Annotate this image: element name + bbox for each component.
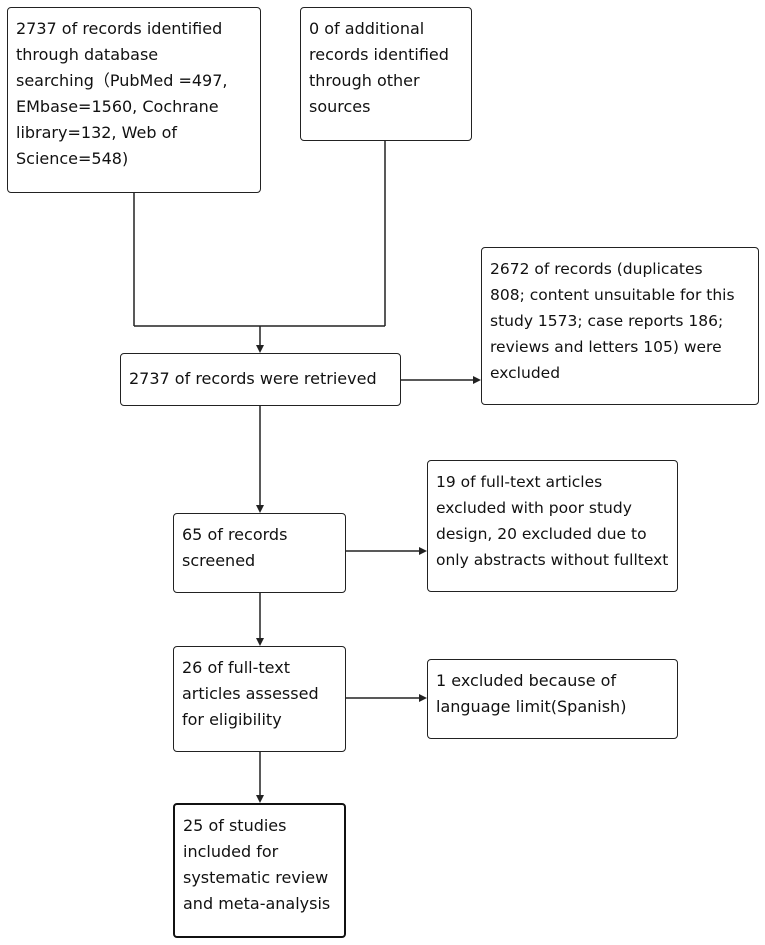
fulltext-eligibility-box: 26 of full-text articles assessed for el… — [173, 646, 346, 752]
records-database-search-box: 2737 of records identified through datab… — [7, 7, 261, 193]
arrow-head-eligibility — [256, 638, 264, 646]
studies-included-box: 25 of studies included for systematic re… — [173, 803, 346, 938]
fulltext-excluded-box: 19 of full-text articles excluded with p… — [427, 460, 678, 592]
arrow-head-excluded-fulltext — [419, 547, 427, 555]
arrow-head-excluded-records — [473, 376, 481, 384]
arrow-head-included — [256, 795, 264, 803]
arrow-head-excluded-language — [419, 694, 427, 702]
arrow-head-screened — [256, 505, 264, 513]
records-excluded-box: 2672 of records (duplicates 808; content… — [481, 247, 759, 405]
arrow-head-retrieved — [256, 345, 264, 353]
language-excluded-box: 1 excluded because of language limit(Spa… — [427, 659, 678, 739]
records-other-sources-box: 0 of additional records identified throu… — [300, 7, 472, 141]
records-retrieved-box: 2737 of records were retrieved — [120, 353, 401, 406]
records-screened-box: 65 of records screened — [173, 513, 346, 593]
